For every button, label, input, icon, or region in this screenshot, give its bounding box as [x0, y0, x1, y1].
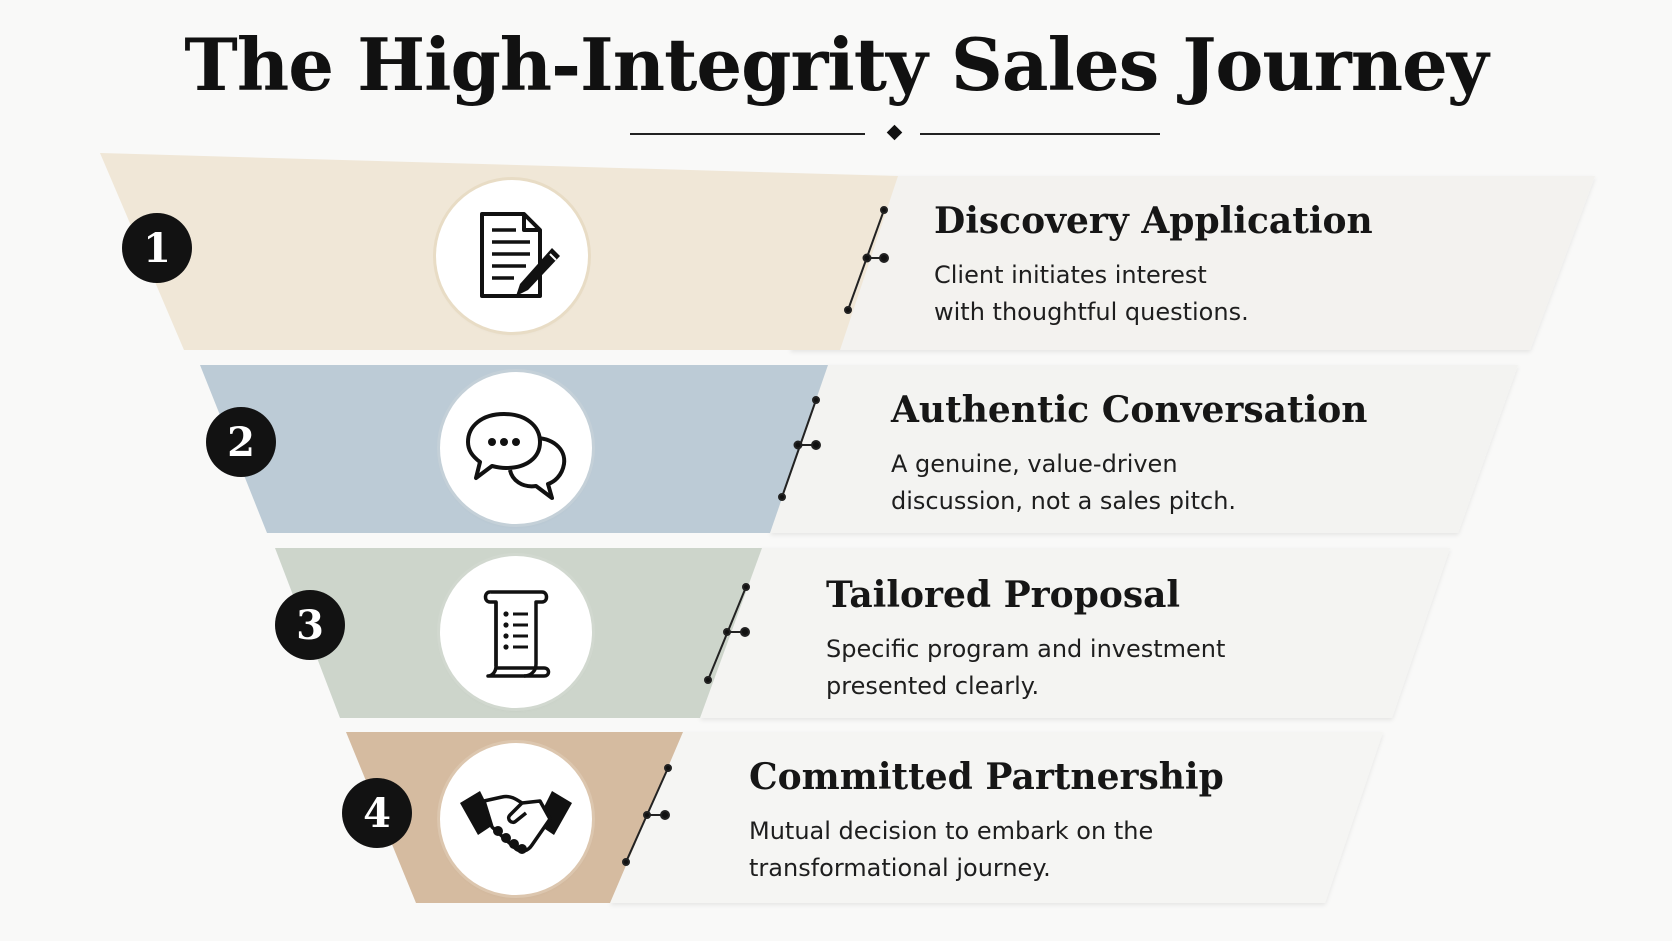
step-3-number-badge: 3	[275, 590, 345, 660]
step-1-icon-circle	[436, 180, 588, 332]
step-2-title: Authentic Conversation	[891, 389, 1368, 431]
step-4-title: Committed Partnership	[749, 756, 1224, 798]
connector-2	[778, 396, 821, 501]
step-1-description: Client initiates interest with thoughtfu…	[934, 261, 1249, 326]
step-3-icon-circle	[440, 556, 592, 708]
step-4-description: Mutual decision to embark on the transfo…	[749, 817, 1154, 882]
step-3-panel	[700, 548, 1450, 718]
connector-1	[844, 206, 889, 314]
step-4-number-badge: 4	[342, 778, 412, 848]
scroll-list-icon	[483, 590, 551, 678]
page-title: The High-Integrity Sales Journey	[184, 22, 1488, 107]
step-1-title: Discovery Application	[934, 200, 1373, 242]
handshake-icon	[460, 791, 572, 854]
connector-3	[704, 583, 750, 684]
step-2-number-badge: 2	[206, 407, 276, 477]
step-4-icon-circle	[440, 743, 592, 895]
step-4-panel	[610, 732, 1383, 903]
connector-4	[622, 764, 672, 866]
step-2-panel	[770, 365, 1518, 533]
title-divider	[630, 124, 1160, 141]
step-1-panel	[790, 176, 1595, 350]
step-1-number-badge: 1	[122, 213, 192, 283]
speech-bubbles-icon	[466, 412, 567, 500]
step-3-title: Tailored Proposal	[826, 574, 1181, 616]
step-2-icon-circle	[440, 372, 592, 524]
step-3-description: Specific program and investment presente…	[826, 635, 1226, 700]
step-2-description: A genuine, value-driven discussion, not …	[891, 450, 1237, 515]
document-pencil-icon	[480, 212, 560, 298]
